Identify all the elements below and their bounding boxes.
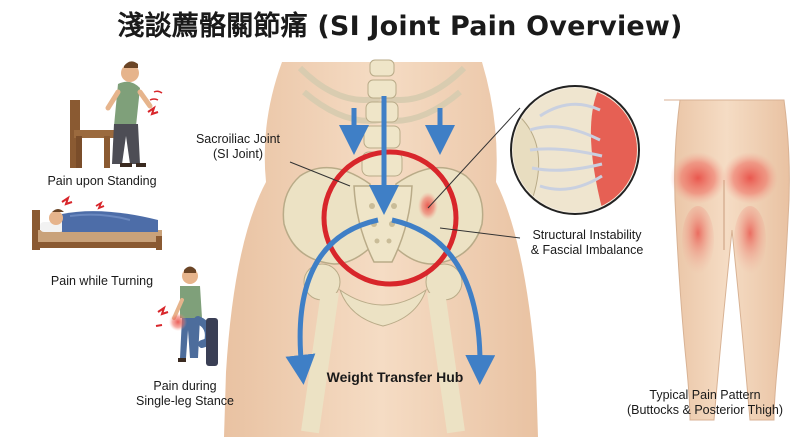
label-pain-standing: Pain upon Standing: [47, 174, 157, 188]
label-typical-pain-pattern: Typical Pain Pattern (Buttocks & Posteri…: [626, 388, 784, 417]
right-ilium-icon: [391, 166, 484, 265]
single-leg-scene: [155, 266, 218, 366]
posterior-body-icon: [664, 99, 790, 421]
label-pain-turning: Pain while Turning: [50, 274, 154, 288]
turning-scene: [32, 195, 162, 250]
bed-icon: [32, 195, 162, 250]
joint-zoom-inset: [510, 85, 640, 215]
man-single-leg-icon: [155, 266, 218, 366]
chair-icon: [70, 100, 114, 168]
label-si-joint: Sacroiliac Joint (SI Joint): [195, 132, 281, 161]
load-arrows: [285, 96, 496, 385]
si-joint-focus-circle: [321, 149, 459, 287]
label-pain-single-leg: Pain during Single-leg Stance: [136, 379, 234, 408]
pelvis-illustration: [224, 59, 538, 437]
page-title: 淺談薦骼關節痛 (SI Joint Pain Overview): [117, 11, 683, 42]
standing-scene: [70, 61, 163, 168]
label-weight-transfer-hub: Weight Transfer Hub: [326, 369, 464, 385]
man-standing-icon: [105, 61, 163, 167]
label-structural-instability: Structural Instability & Fascial Imbalan…: [530, 228, 644, 257]
